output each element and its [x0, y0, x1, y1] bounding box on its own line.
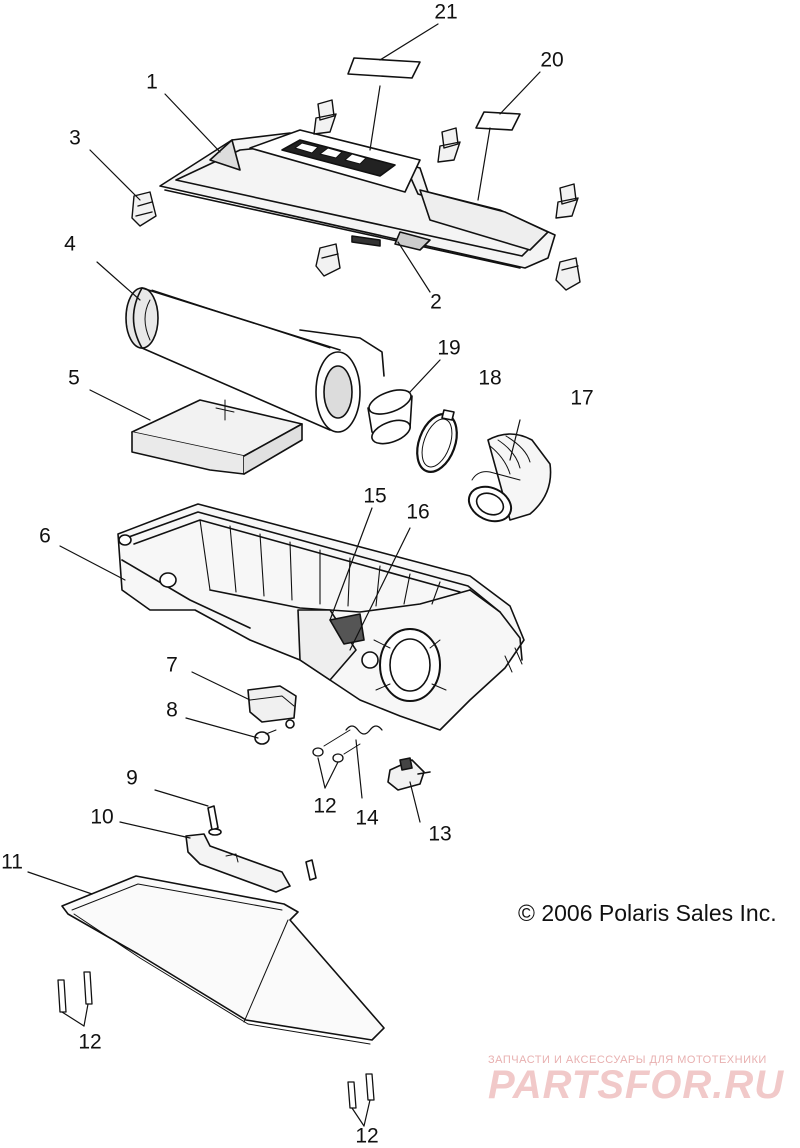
callout-17: 17: [570, 386, 594, 410]
callout-9: 9: [126, 766, 138, 790]
decals: [347, 57, 521, 131]
callout-18: 18: [478, 366, 502, 390]
callout-16: 16: [406, 500, 430, 524]
watermark-logo: PARTSFOR.RU: [488, 1063, 785, 1107]
callout-6: 6: [39, 524, 51, 548]
callout-12-bottom: 12: [355, 1124, 379, 1148]
leader-lines: [27, 23, 541, 1127]
screw: [254, 729, 277, 745]
sensor: [247, 685, 297, 729]
callout-21: 21: [434, 0, 458, 24]
callout-19: 19: [437, 336, 461, 360]
air-filter: [125, 287, 385, 433]
intake-boot: [467, 433, 552, 523]
callout-7: 7: [166, 653, 178, 677]
drain-valve: [387, 757, 431, 791]
bracket: [185, 833, 317, 893]
latch-clips: [131, 99, 581, 291]
callout-12-mid: 12: [313, 794, 337, 818]
callout-12-left: 12: [78, 1030, 102, 1054]
callout-10: 10: [90, 805, 114, 829]
coupler: [367, 389, 413, 445]
fasteners: [57, 729, 375, 1109]
airbox-cover: [159, 129, 556, 269]
callout-8: 8: [166, 698, 178, 722]
callout-13: 13: [428, 822, 452, 846]
callout-14: 14: [355, 806, 379, 830]
callout-15: 15: [363, 484, 387, 508]
callout-4: 4: [64, 232, 76, 256]
callout-11: 11: [1, 850, 23, 874]
hose-clamp: [416, 409, 458, 473]
watermark-tagline: ЗАПЧАСТИ И АКСЕССУАРЫ ДЛЯ МОТОТЕХНИКИ: [488, 1054, 767, 1066]
callout-3: 3: [69, 126, 81, 150]
callout-5: 5: [68, 366, 80, 390]
callout-1: 1: [146, 70, 158, 94]
spring: [345, 725, 383, 735]
rivet: [207, 805, 222, 836]
pre-filter: [131, 399, 303, 475]
callout-2: 2: [430, 290, 442, 314]
skid-plate: [61, 875, 385, 1045]
airbox-base: [117, 503, 525, 731]
copyright-notice: © 2006 Polaris Sales Inc.: [518, 900, 777, 926]
callout-20: 20: [540, 48, 564, 72]
